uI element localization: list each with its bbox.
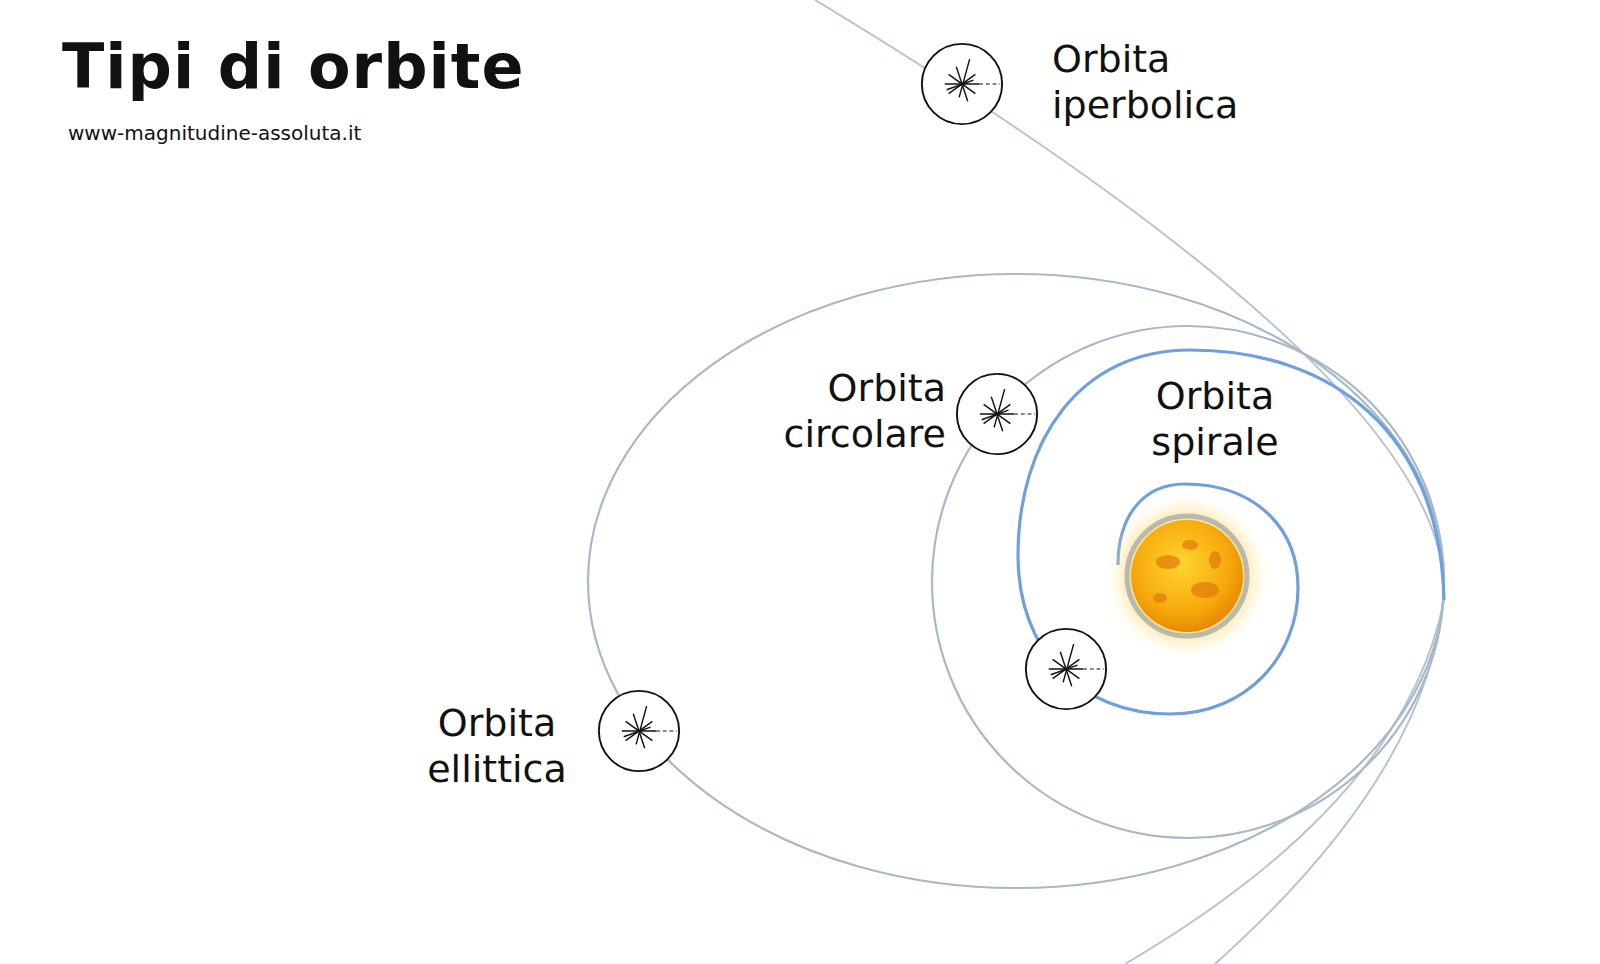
hyperbolic-orbit: [815, 0, 1444, 964]
sun-ring: [1127, 516, 1247, 636]
orbit-label: Orbita ellittica: [397, 700, 597, 792]
spacecraft-icon: [1026, 629, 1106, 709]
orbit-label: Orbita iperbolica: [1052, 36, 1252, 128]
sun-glow: [1105, 494, 1269, 658]
spiral-orbit: [1018, 350, 1444, 714]
watermark-url: www-magnitudine-assoluta.it: [68, 121, 361, 145]
spacecraft-icon: [957, 374, 1037, 454]
circular-orbit: [932, 326, 1444, 838]
sun: [1131, 520, 1243, 632]
elliptic-orbit: [588, 274, 1444, 888]
diagram-title: Tipi di orbite: [62, 30, 524, 103]
spacecraft-icon: [599, 691, 679, 771]
orbit-label: Orbita circolare: [746, 365, 946, 457]
sun-spots: [1153, 540, 1221, 603]
spacecraft-icon: [922, 44, 1002, 124]
orbit-label: Orbita spirale: [1115, 373, 1315, 465]
